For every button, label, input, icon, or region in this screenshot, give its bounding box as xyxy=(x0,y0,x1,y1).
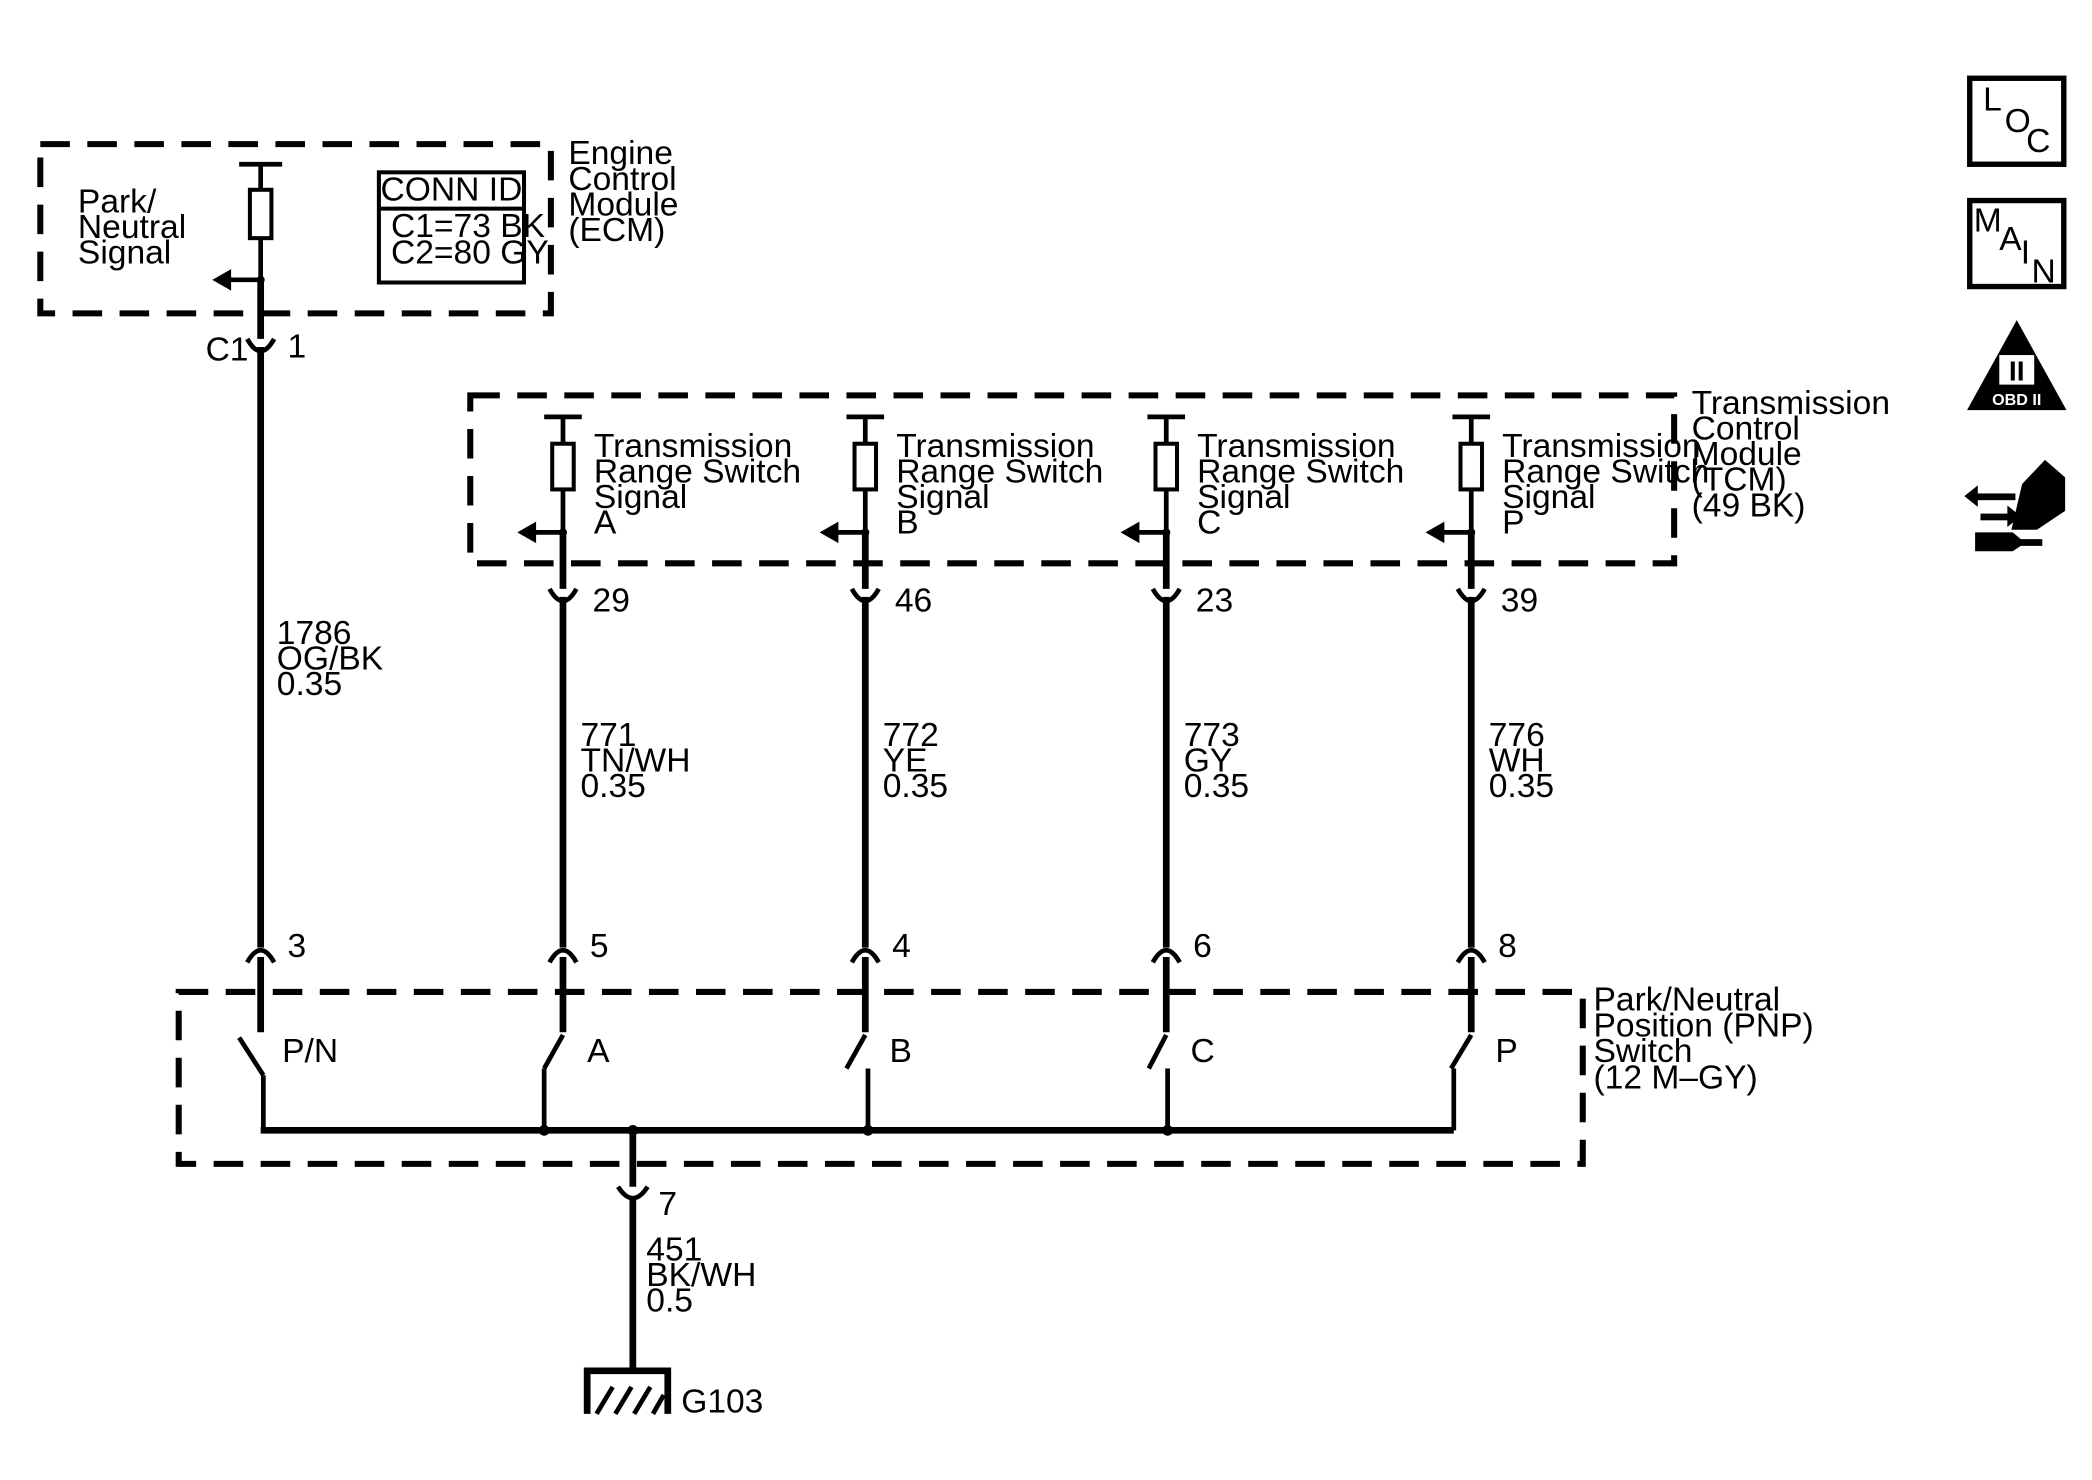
conn-id-box xyxy=(376,170,527,285)
pnp-switch-label: Park/Neutral Position (PNP) Switch (12 M… xyxy=(1594,982,1824,1097)
resistor-symbol xyxy=(247,187,274,241)
switch-contact-label: P xyxy=(1495,1033,1517,1070)
signal-arrow-icon xyxy=(212,269,232,291)
connector-symbol xyxy=(1455,947,1487,964)
main-index-button[interactable]: M A I N xyxy=(1967,197,2067,291)
connector-pin-label: 7 xyxy=(658,1186,677,1223)
tcm-module-label: Transmission Control Module (TCM) (49 BK… xyxy=(1692,385,1900,524)
svg-text:A: A xyxy=(1999,221,2022,258)
switch-blade xyxy=(1146,1033,1169,1070)
pnp-contact: 3P/N xyxy=(237,928,338,1131)
switch-contact-label: C xyxy=(1190,1033,1214,1070)
pnp-contact: 6C xyxy=(1146,928,1215,1131)
ground-label: G103 xyxy=(681,1383,763,1420)
svg-text:II: II xyxy=(2009,355,2025,387)
pnp-dashed-outline xyxy=(175,988,1586,1167)
connector-pin-label: 46 xyxy=(895,583,932,620)
wire-label: 1786 OG/BK 0.35 xyxy=(277,615,393,703)
location-view-button[interactable]: L O C xyxy=(1967,75,2067,167)
resistor-symbol xyxy=(852,441,879,492)
svg-text:I: I xyxy=(2021,235,2030,272)
connector-c1-label: C1 xyxy=(206,331,249,368)
switch-contact-label: A xyxy=(587,1033,610,1070)
connector-symbol xyxy=(849,947,881,964)
svg-text:OBD II: OBD II xyxy=(1992,391,2041,409)
ground-symbol-icon xyxy=(583,1367,672,1416)
connector-pin-label: 6 xyxy=(1193,928,1212,965)
resistor-symbol xyxy=(550,441,576,492)
wire-label: 451 BK/WH 0.5 xyxy=(646,1232,765,1320)
resistor-symbol xyxy=(1153,441,1180,492)
switch-blade xyxy=(844,1033,868,1070)
tcm-module: Transmission Control Module (TCM) (49 BK… xyxy=(467,385,1900,620)
pnp-contact: 5A xyxy=(541,928,610,1131)
svg-text:C: C xyxy=(2026,123,2050,160)
tcm-dashed-outline xyxy=(467,392,1678,567)
switch-blade xyxy=(237,1036,266,1077)
svg-text:O: O xyxy=(2005,103,2031,140)
connector-pin-label: 8 xyxy=(1498,928,1517,965)
connector-symbol xyxy=(1150,947,1182,964)
connector-pin-label: 4 xyxy=(892,928,911,965)
connector-symbol xyxy=(245,947,277,964)
conn-id-title: CONN ID xyxy=(381,172,523,209)
resistor-symbol xyxy=(1458,441,1485,492)
pnp-contact: 8P xyxy=(1449,928,1518,1131)
conn-id-row: C1=73 BK xyxy=(391,208,546,245)
signal-arrow-icon xyxy=(1120,521,1140,544)
svg-text:N: N xyxy=(2032,254,2056,291)
switch-contact-label: P/N xyxy=(282,1033,338,1070)
connector-pin-label: 29 xyxy=(593,583,630,620)
connector-pin-label: 3 xyxy=(288,928,307,965)
ecm-signal-label: Park/ Neutral Signal xyxy=(78,184,196,272)
obd-ii-button[interactable]: II OBD II xyxy=(1967,320,2067,411)
svg-text:L: L xyxy=(1983,82,2002,119)
connector-pin-label: 39 xyxy=(1501,583,1538,620)
conn-id-row: C2=80 GY xyxy=(391,235,549,272)
signal-arrow-icon xyxy=(517,521,537,544)
ground-circuit: 7 451 BK/WH 0.5 G103 xyxy=(583,1130,765,1420)
switch-contact-label: B xyxy=(889,1033,911,1070)
ecm-module-label: Engine Control Module (ECM) xyxy=(568,135,687,249)
pnp-switch: Park/Neutral Position (PNP) Switch (12 M… xyxy=(175,928,1824,1167)
connector-hand-icon[interactable] xyxy=(1964,459,2066,552)
signal-arrow-icon xyxy=(819,521,839,544)
svg-text:M: M xyxy=(1974,202,2002,239)
connector-pin-label: 1 xyxy=(288,329,307,366)
signal-arrow-icon xyxy=(1425,521,1445,544)
connector-pin-label: 23 xyxy=(1196,583,1233,620)
pnp-contact: 4B xyxy=(844,928,912,1131)
switch-blade xyxy=(1449,1033,1474,1070)
connector-symbol xyxy=(547,947,579,964)
wrench-icon xyxy=(1975,532,2043,552)
ecm-module: Park/ Neutral Signal CONN ID C1=73 BK C2… xyxy=(37,135,687,368)
ecm-dashed-outline xyxy=(37,141,554,317)
connector-pin-label: 5 xyxy=(590,928,609,965)
switch-blade xyxy=(542,1033,566,1070)
